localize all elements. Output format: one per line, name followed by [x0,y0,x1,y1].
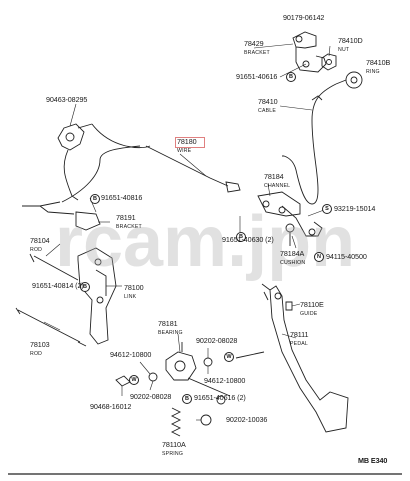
part-label-90463: 90463-08295 [46,95,88,104]
highlight-box-78180 [175,137,205,148]
ring-78410B-drawing [335,71,363,89]
rod-78103-drawing [15,307,87,347]
part-label-90202-10036: 90202-10036 [226,415,268,424]
wire-78180-drawing [145,145,229,187]
bracket-78429-drawing [292,31,327,73]
cushion-78184A-drawing [285,223,295,246]
marker-b-icon: B [80,282,90,292]
part-label-94115: 94115-40500 [326,252,367,261]
marker-b-icon: B [182,394,192,404]
bearing-78181-drawing [165,342,197,381]
part-label-90468: 90468-16012 [90,402,132,411]
part-label-91651-40616: 91651-40616 [236,72,278,81]
nut-78410D-drawing [321,53,337,71]
marker-b-icon: B [90,194,100,204]
rod-78104-drawing [29,253,79,281]
part-label-93219: 93219-15014 [334,204,376,213]
marker-w-icon: W [129,375,139,385]
marker-b-icon: B [236,232,246,242]
page-code: MB E340 [358,456,388,465]
part-label-91651-40814: 91651-40814 (2) [32,281,84,290]
channel-78184-drawing [257,191,323,237]
marker-b-icon: B [286,72,296,82]
spring-78110A-drawing [170,407,182,437]
part-label-90179: 90179-06142 [283,13,325,22]
part-label-90202-08028-b: 90202-08028 [130,392,172,401]
pedal-assembly-78100-drawing [22,123,117,345]
pedal-78111-drawing [261,283,349,433]
part-label-91651-40630: 91651-40630 (2) [222,235,274,244]
part-label-94612-b: 94612-10800 [204,376,246,385]
part-label-94612-a: 94612-10800 [110,350,152,359]
marker-s-icon: S [322,204,332,214]
cable-78410-drawing [282,83,337,205]
part-label-90202-08028-a: 90202-08028 [196,336,238,345]
part-label-91651-40816: 91651-40816 [101,193,143,202]
marker-w-icon: W [224,352,234,362]
part-label-91651-40616-2: 91651-40616 (2) [194,393,246,402]
marker-n-icon: N [314,252,324,262]
